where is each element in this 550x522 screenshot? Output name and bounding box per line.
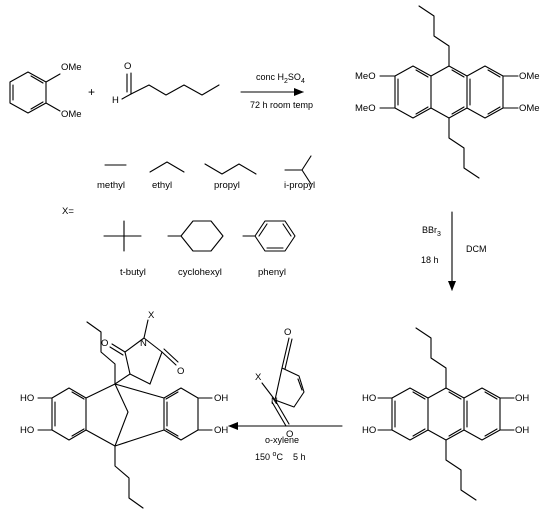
oh-label: OH (515, 425, 529, 436)
substituent-key: X= methyl ethyl propyl i-propyl t-butyl … (62, 155, 315, 278)
ome-label: OMe (61, 62, 82, 73)
x-equals-label: X= (62, 206, 74, 217)
ho-label: HO (362, 425, 376, 436)
maleimide-structure: O O X N (255, 327, 305, 440)
oh-label: OH (214, 393, 228, 404)
diels-alder-adduct: HO HO OH OH O O N X (20, 310, 228, 509)
oxygen-label: O (284, 327, 291, 338)
oxygen-label: O (101, 338, 108, 349)
hydrogen-label: H (112, 95, 119, 106)
step1-conditions: 72 h room temp (250, 100, 313, 110)
meo-label: MeO (355, 103, 376, 114)
cyclohexyl-structure (167, 220, 224, 252)
nitrogen-label: N (140, 338, 147, 349)
propyl-structure (204, 163, 257, 175)
tetramethoxy-anthracene: MeO MeO OMe OMe (355, 5, 540, 179)
phenyl-structure (242, 220, 296, 252)
phenyl-label: phenyl (258, 267, 286, 278)
x-label: X (148, 310, 155, 321)
ho-label: HO (362, 393, 376, 404)
step2-time: 18 h (421, 255, 439, 265)
t-butyl-structure (103, 220, 142, 252)
ethyl-structure (149, 161, 185, 173)
ome-label: OMe (519, 71, 540, 82)
meo-label: MeO (355, 71, 376, 82)
oh-label: OH (515, 393, 529, 404)
oxygen-label: O (177, 366, 184, 377)
step2-solvent: DCM (466, 244, 487, 254)
oxygen-label: O (124, 61, 131, 72)
pentanal-structure: O H (112, 61, 220, 106)
step2-arrow-group: BBr3 DCM 18 h (421, 211, 487, 291)
ho-label: HO (20, 393, 34, 404)
x-label: X (255, 372, 262, 383)
oxygen-label: O (286, 429, 293, 440)
tetrahydroxy-anthracene: HO HO OH OH (362, 327, 529, 501)
ome-label: OMe (61, 109, 82, 120)
propyl-label: propyl (214, 180, 240, 191)
step2-reagent: BBr3 (422, 225, 441, 238)
ome-label: OMe (519, 103, 540, 114)
nitrogen-label: N (271, 396, 278, 407)
plus-sign: + (88, 85, 95, 99)
ethyl-label: ethyl (152, 180, 172, 191)
methyl-label: methyl (97, 180, 125, 191)
oh-label: OH (214, 425, 228, 436)
t-butyl-label: t-butyl (120, 267, 146, 278)
step1-arrow-group: conc H2SO4 72 h room temp (240, 72, 313, 110)
step1-reagent: conc H2SO4 (256, 72, 305, 85)
veratrole-structure: OMe OMe (9, 62, 82, 120)
step3-solvent: o-xylene (265, 435, 299, 445)
cyclohexyl-label: cyclohexyl (178, 267, 222, 278)
isopropyl-label: i-propyl (284, 180, 315, 191)
isopropyl-structure (284, 155, 312, 185)
ho-label: HO (20, 425, 34, 436)
